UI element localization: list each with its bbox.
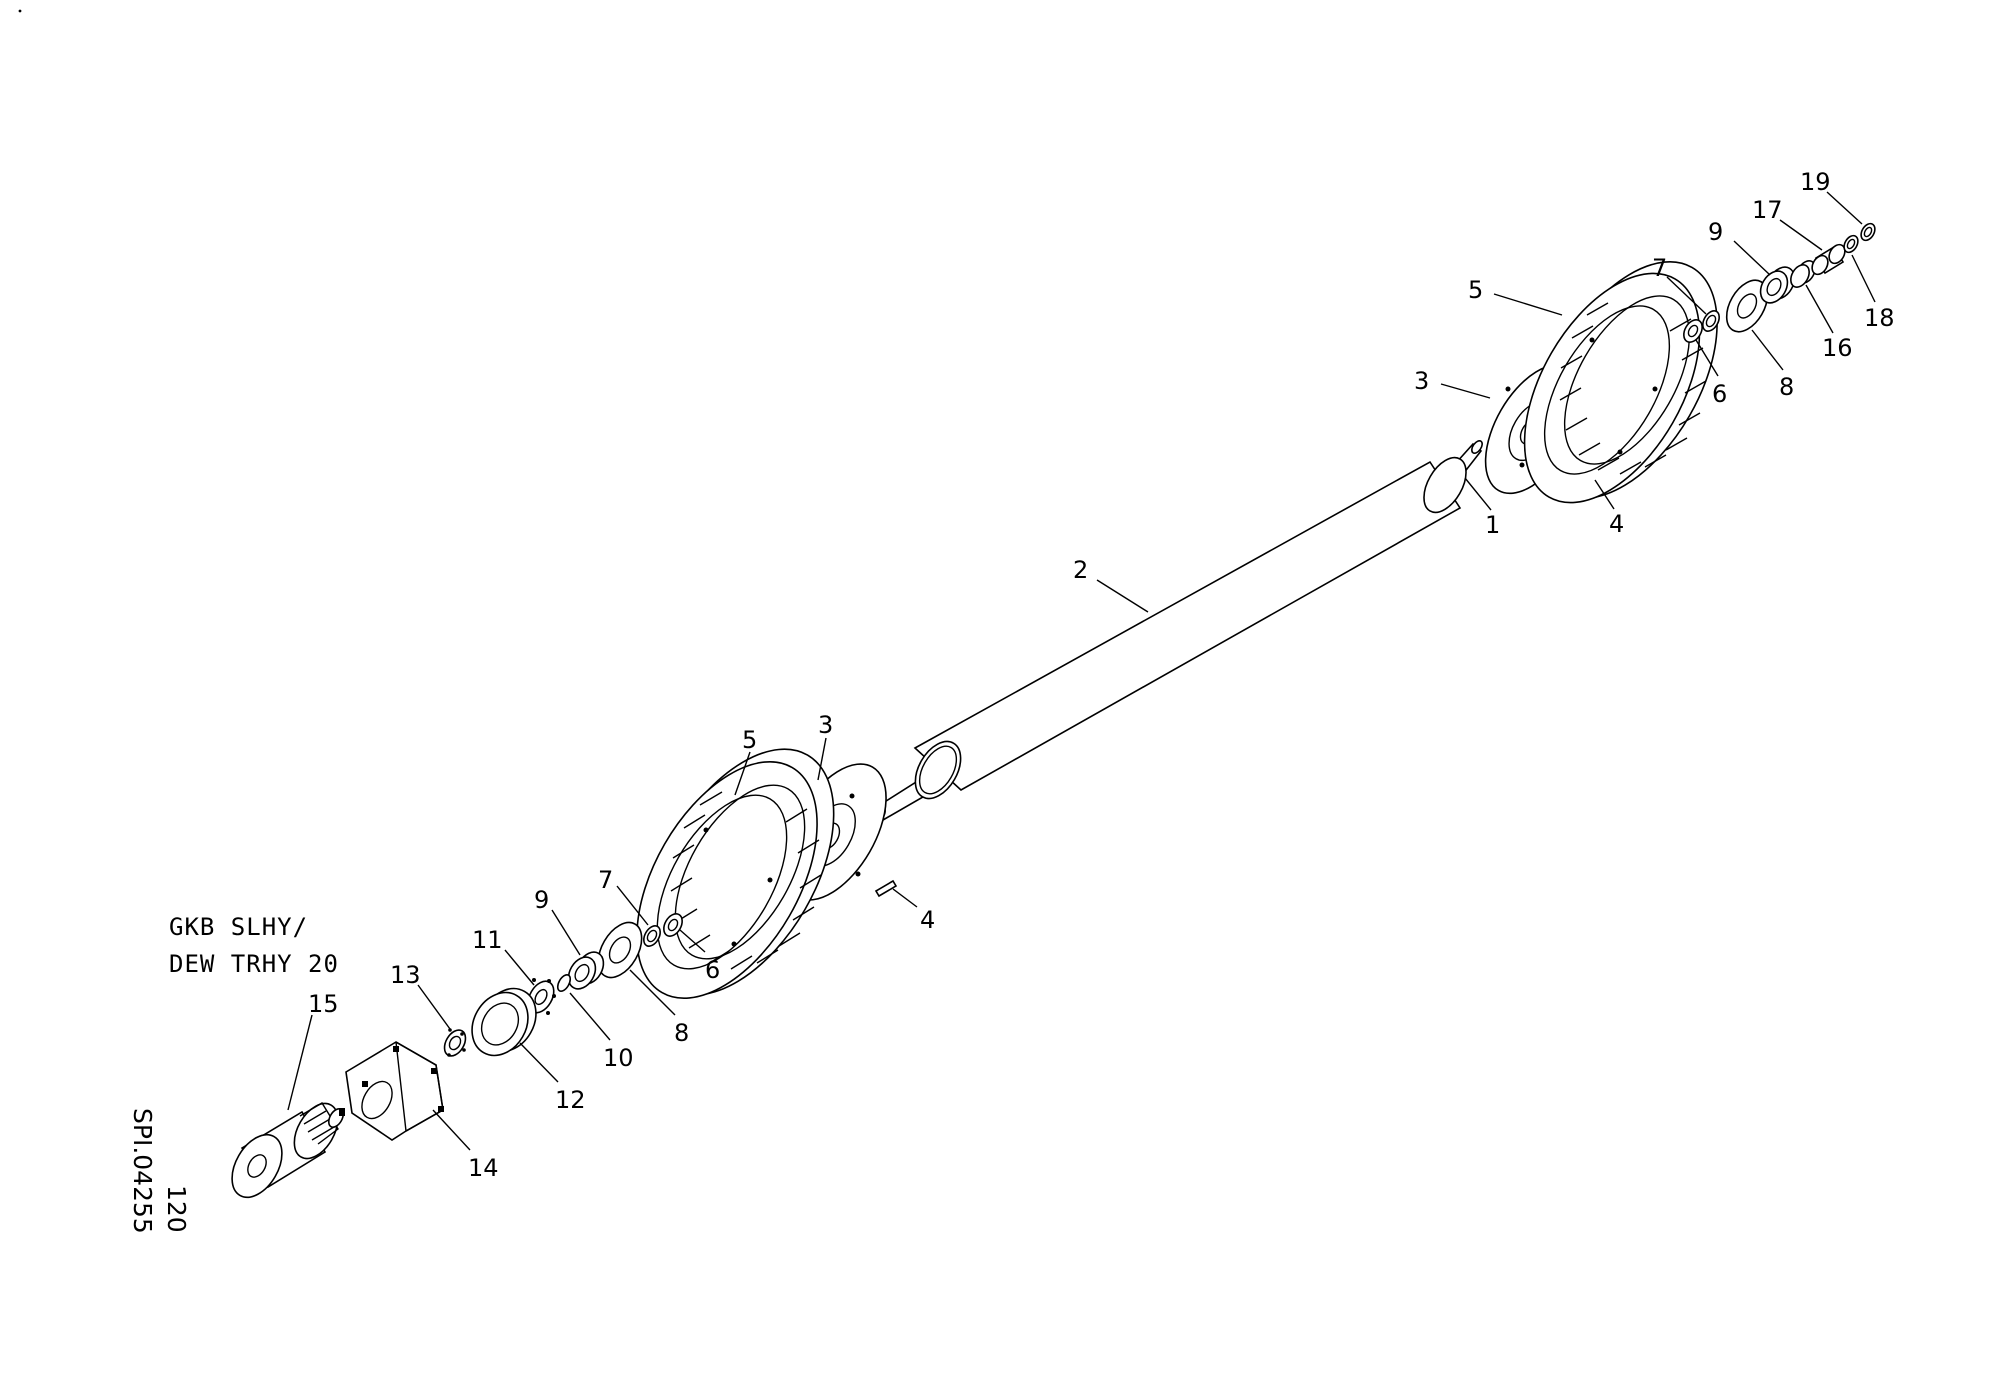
part-12-bushing [471,987,537,1057]
part-5-sprocket-right [1523,261,1718,504]
callout-6-right: 6 [1712,380,1727,408]
part-17-bushing [1811,243,1846,276]
part-10-ring [556,974,572,992]
part-18-washer [1843,234,1859,254]
callout-13: 13 [390,961,421,989]
callout-7-right: 7 [1652,254,1667,282]
callout-16: 16 [1822,334,1853,362]
callout-9-right: 9 [1708,218,1723,246]
callout-11: 11 [472,926,503,954]
callouts: 1 2 3 3 4 4 5 5 6 6 7 7 8 8 9 9 10 11 12… [308,168,1895,1182]
part-6-washer-left [663,913,683,937]
callout-4-right: 4 [1609,510,1624,538]
part-2-roller-tube [913,456,1467,800]
callout-15: 15 [308,990,339,1018]
callout-1: 1 [1485,511,1500,539]
part-5-sprocket-left [636,748,835,999]
part-15-gear-motor [231,1102,345,1199]
part-16-sleeve [1790,260,1816,288]
callout-8-left: 8 [674,1019,689,1047]
callout-9-left: 9 [534,886,549,914]
part-7-ring-left [643,925,661,947]
callout-19: 19 [1800,168,1831,196]
part-7-ring-right [1702,310,1720,332]
part-4-pin-left [874,879,898,898]
callout-10: 10 [603,1044,634,1072]
callout-17: 17 [1752,196,1783,224]
callout-7-left: 7 [598,866,613,894]
callout-5-left: 5 [742,726,757,754]
callout-12: 12 [555,1086,586,1114]
corner-dot [18,9,22,13]
callout-6-left: 6 [705,956,720,984]
callout-3-left: 3 [818,711,833,739]
part-8-bearing-flange-right [1725,279,1769,333]
title-line-1: GKB SLHY/ [169,913,308,941]
part-19-circlip [1860,222,1876,242]
part-9-bearing-left [567,951,605,990]
callout-3-right: 3 [1414,367,1429,395]
callout-8-right: 8 [1779,373,1794,401]
part-6-washer-right [1683,319,1703,343]
part-8-bearing-flange-left [597,921,643,979]
part-14-bracket [345,1041,444,1141]
leader-lines [287,191,1876,1151]
callout-5-right: 5 [1468,276,1483,304]
part-13-gear [443,1028,467,1057]
sheet-number: 120 [162,1185,191,1233]
part-9-bearing-right [1759,266,1796,304]
callout-2: 2 [1073,556,1088,584]
callout-18: 18 [1864,304,1895,332]
callout-4-left: 4 [920,906,935,934]
drawing-number: SPI.04255 [128,1108,157,1234]
title-line-2: DEW TRHY 20 [169,950,339,978]
callout-14: 14 [468,1154,499,1182]
